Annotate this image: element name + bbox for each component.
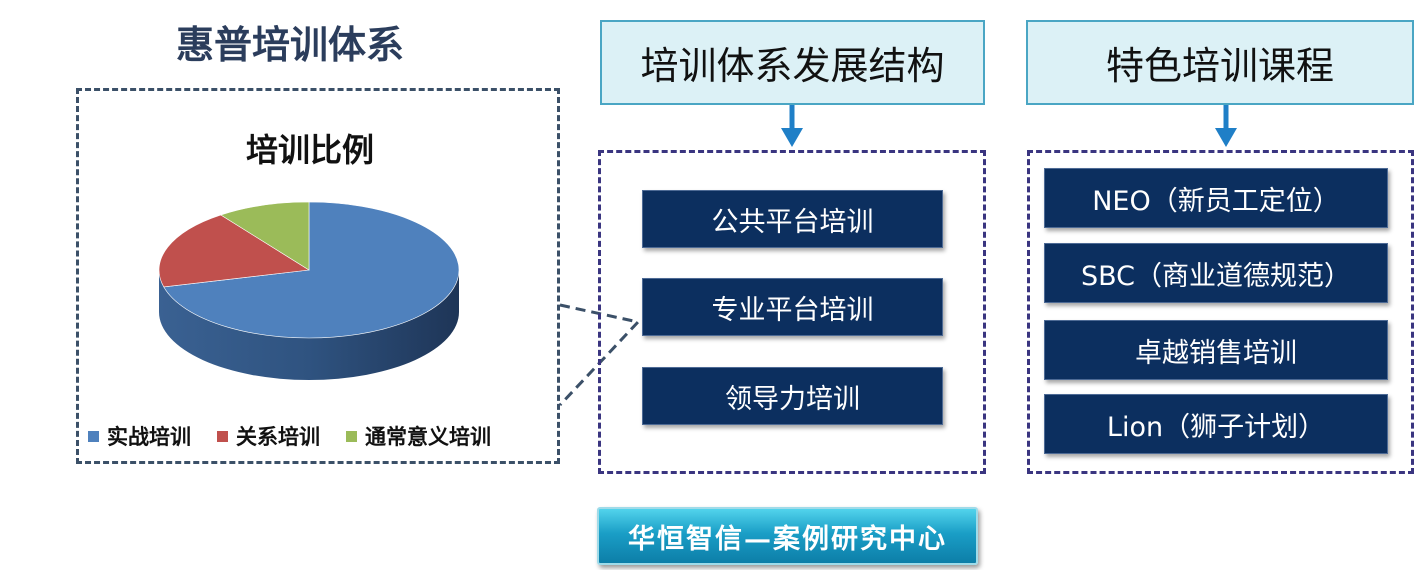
legend-item-3: 通常意义培训 — [346, 421, 491, 451]
pie-slice-3 — [220, 201, 310, 271]
structure-panel — [598, 150, 986, 474]
chart-panel — [76, 88, 560, 464]
legend-label-3: 通常意义培训 — [365, 425, 491, 449]
down-arrow-courses — [1215, 105, 1237, 147]
legend-swatch-3 — [346, 430, 357, 442]
down-arrow-structure — [781, 105, 803, 147]
structure-item-1: 公共平台培训 — [642, 190, 943, 248]
structure-item-2: 专业平台培训 — [642, 278, 943, 336]
legend-swatch-1 — [88, 430, 99, 442]
chart-title: 培训比例 — [245, 131, 374, 169]
chart-legend: 实战培训 关系培训 通常意义培训 — [88, 421, 568, 451]
pie-slice-2 — [158, 214, 310, 288]
course-item-3: 卓越销售培训 — [1044, 320, 1388, 380]
legend-item-1: 实战培训 — [88, 421, 191, 451]
courses-panel — [1027, 150, 1414, 474]
course-item-1: NEO（新员工定位） — [1044, 168, 1388, 228]
pie-slice-1 — [163, 201, 460, 339]
page-title: 惠普培训体系 — [175, 23, 404, 67]
legend-label-1: 实战培训 — [107, 425, 191, 449]
course-item-4: Lion（狮子计划） — [1044, 394, 1388, 454]
structure-item-3: 领导力培训 — [642, 367, 943, 425]
course-item-2: SBC（商业道德规范） — [1044, 243, 1388, 303]
legend-item-2: 关系培训 — [217, 421, 320, 451]
pie-side-wall — [159, 270, 459, 380]
structure-header: 培训体系发展结构 — [600, 20, 985, 105]
footer-banner: 华恒智信—案例研究中心 — [597, 507, 978, 565]
legend-swatch-2 — [217, 430, 228, 442]
legend-label-2: 关系培训 — [236, 425, 320, 449]
courses-header: 特色培训课程 — [1026, 20, 1414, 105]
